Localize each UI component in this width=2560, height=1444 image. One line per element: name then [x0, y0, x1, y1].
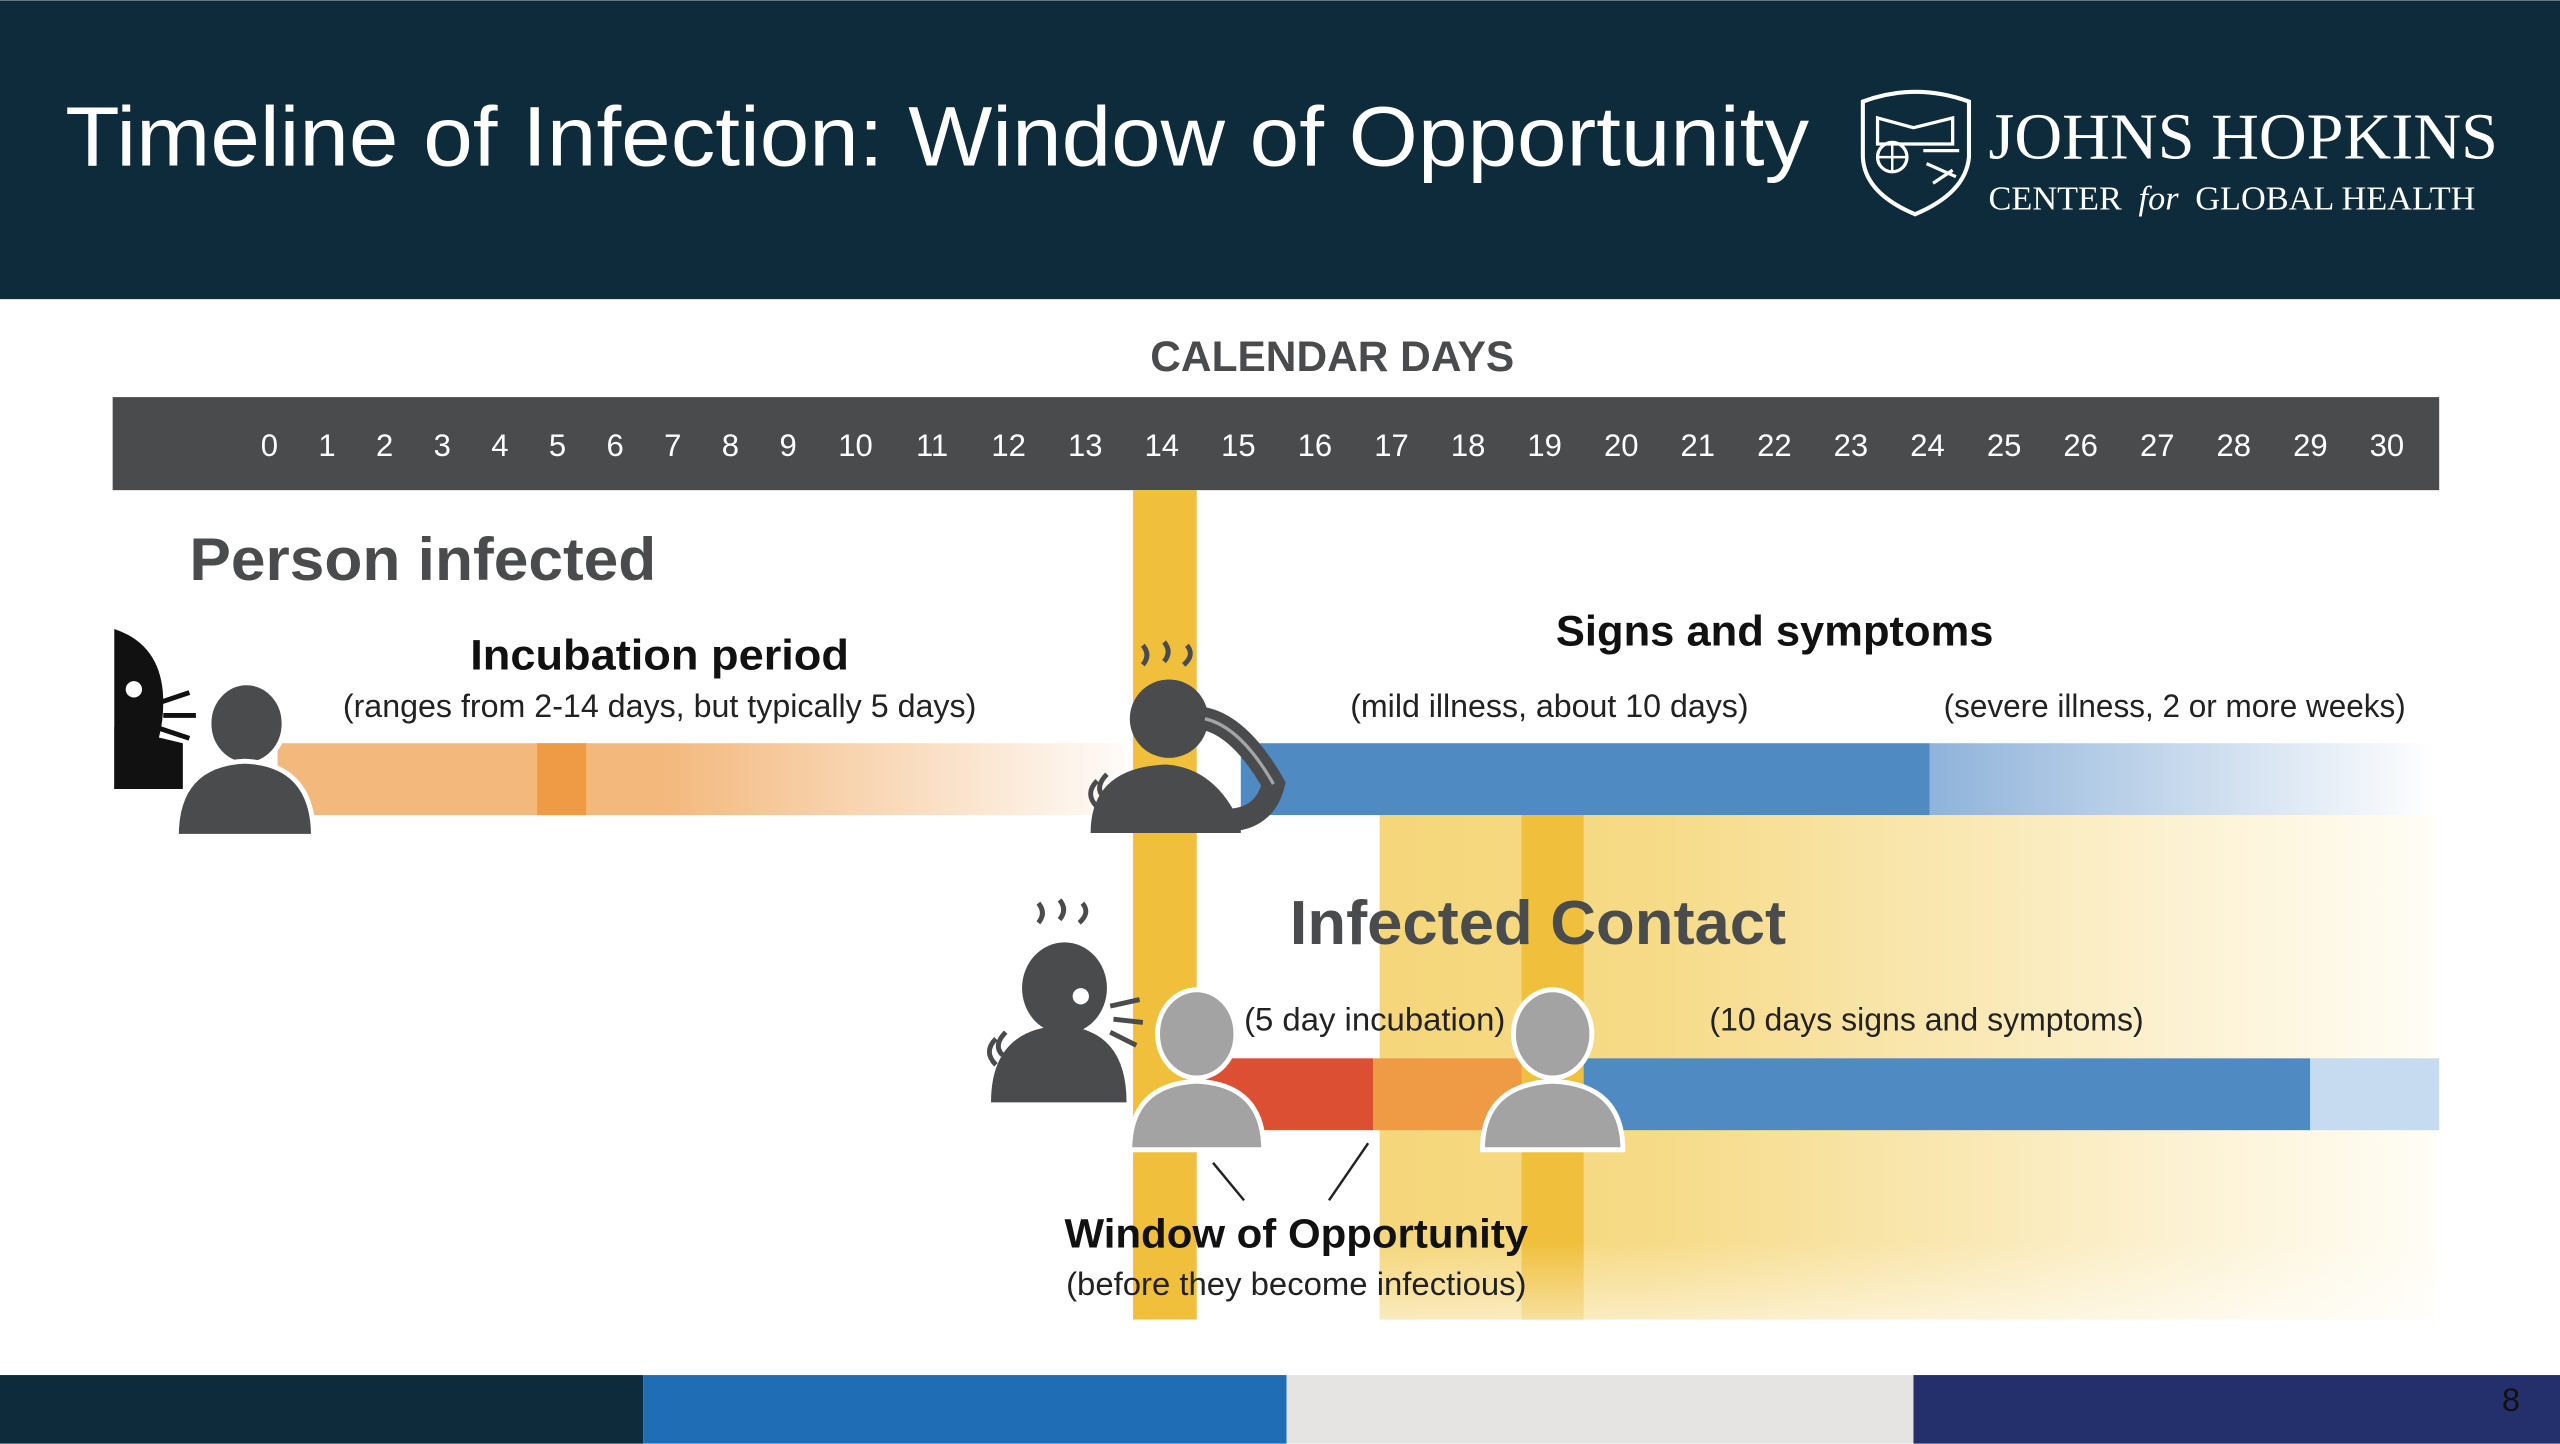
contact-symptoms-bar: [1583, 1058, 2311, 1131]
axis-title: CALENDAR DAYS: [1150, 333, 1514, 380]
day-label: 9: [779, 428, 796, 463]
footer-segment-blue: [643, 1375, 1287, 1444]
contact-incubation-note: (5 day incubation): [1244, 1001, 1505, 1038]
day-label: 23: [1834, 428, 1869, 463]
day-label: 12: [991, 428, 1026, 463]
contact-symptoms-tail: [2310, 1058, 2440, 1131]
day-label: 20: [1604, 428, 1639, 463]
day-label: 18: [1451, 428, 1486, 463]
shield-icon: [1860, 89, 1972, 217]
infected-contact-heading: Infected Contact: [1290, 889, 1786, 958]
page-number: 8: [2502, 1381, 2520, 1418]
day-label: 14: [1145, 428, 1180, 463]
johns-hopkins-logo: JOHNS HOPKINS CENTER for GLOBAL HEALTH: [1860, 89, 2498, 217]
day-label: 3: [434, 428, 451, 463]
contact-symptoms-note: (10 days signs and symptoms): [1709, 1001, 2143, 1038]
contact-person-symptomatic-icon: [1479, 987, 1626, 1153]
mild-illness-note: (mild illness, about 10 days): [1350, 687, 1748, 724]
footer-segment-navy: [1913, 1375, 2560, 1444]
day-label: 25: [1987, 428, 2022, 463]
day-label: 1: [318, 428, 335, 463]
day-label: 27: [2140, 428, 2174, 463]
incubation-typical-marker: [537, 743, 587, 816]
day-label: 29: [2293, 428, 2328, 463]
header-bar: [0, 0, 2560, 300]
day-label: 2: [376, 428, 393, 463]
mild-illness-bar: [1240, 743, 1930, 816]
window-pointer-lines: [1212, 1142, 1370, 1202]
day-label: 4: [491, 428, 508, 463]
day-label: 28: [2217, 428, 2252, 463]
day-label: 10: [838, 428, 872, 463]
sick-sneezing-person-icon: [986, 898, 1144, 1103]
window-title: Window of Opportunity: [1064, 1211, 1528, 1257]
day-label: 5: [549, 428, 566, 463]
area-fade: [1379, 1241, 2436, 1320]
incubation-title: Incubation period: [470, 632, 849, 679]
footer-segment-grey: [1286, 1375, 1914, 1444]
sneezing-person-icon: [114, 628, 196, 789]
day14-column: [1133, 490, 1197, 1320]
day-label: 26: [2063, 428, 2098, 463]
day-label: 16: [1298, 428, 1333, 463]
day-label: 22: [1757, 428, 1792, 463]
day-label: 30: [2370, 428, 2405, 463]
day-label: 17: [1374, 428, 1408, 463]
severe-illness-bar: [1929, 743, 2436, 816]
day-axis-bar: [112, 397, 2440, 491]
day-label: 21: [1681, 428, 1716, 463]
day-label: 19: [1527, 428, 1562, 463]
window-note: (before they become infectious): [1066, 1265, 1526, 1302]
contact-person-icon: [1127, 987, 1267, 1153]
logo-global-health: GLOBAL HEALTH: [2195, 179, 2475, 217]
incubation-note: (ranges from 2-14 days, but typically 5 …: [343, 687, 976, 724]
sick-person-icon: [1088, 640, 1286, 834]
day-label: 24: [1910, 428, 1944, 463]
incubation-bar: [277, 743, 1127, 816]
day-label: 11: [916, 428, 948, 463]
page-title: Timeline of Infection: Window of Opportu…: [65, 88, 1809, 183]
day-label: 6: [607, 428, 624, 463]
footer-segment-dark: [0, 1375, 644, 1444]
logo-for: for: [2139, 179, 2180, 217]
day-label: 13: [1068, 428, 1102, 463]
day-label: 0: [261, 428, 278, 463]
day-label: 8: [722, 428, 739, 463]
person-icon: [173, 680, 316, 839]
symptoms-title: Signs and symptoms: [1556, 607, 1994, 654]
severe-illness-note: (severe illness, 2 or more weeks): [1944, 687, 2406, 724]
logo-center: CENTER: [1989, 179, 2122, 217]
logo-subtitle: CENTER for GLOBAL HEALTH: [1989, 179, 2476, 217]
day-label: 7: [664, 428, 681, 463]
person-infected-heading: Person infected: [189, 525, 656, 593]
logo-name: JOHNS HOPKINS: [1989, 102, 2498, 174]
day-label: 15: [1221, 428, 1256, 463]
